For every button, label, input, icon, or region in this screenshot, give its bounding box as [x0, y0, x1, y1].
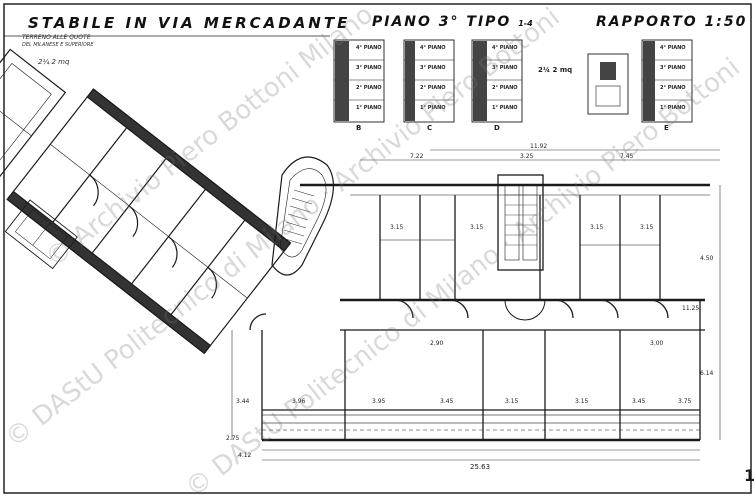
building-title: STABILE IN VIA MERCADANTE	[28, 14, 351, 32]
key-floor-label: 3° PIANO	[492, 65, 518, 71]
dimension-label: 3.25	[520, 153, 534, 160]
key-floor-label: 1° PIANO	[356, 105, 382, 111]
key-floor-label: 2° PIANO	[660, 85, 686, 91]
stair-core-left	[271, 156, 335, 276]
dimension-label: 4.12	[238, 452, 252, 459]
dimension-label: 11.25	[682, 305, 700, 312]
dimension-label: 3.45	[440, 398, 454, 405]
total-dimension: 25.63	[470, 463, 491, 471]
key-floor-label: 3° PIANO	[660, 65, 686, 71]
dimension-label: 2.75	[226, 435, 240, 442]
dimension-label: 3.96	[292, 398, 306, 405]
key-area-note: 2¼ 2 mq	[538, 66, 573, 74]
room-dimension: 3.15	[390, 224, 404, 231]
dimension-label: 6.14	[700, 370, 714, 377]
room-dimension: 2.90	[430, 340, 444, 347]
dimension-label: 3.15	[505, 398, 519, 405]
key-floor-label: 3° PIANO	[420, 65, 446, 71]
dimension-lines	[231, 149, 721, 461]
key-floor-label: 4° PIANO	[420, 45, 446, 51]
floor-title-suffix: 1-4	[518, 19, 533, 28]
key-floor-label: 3° PIANO	[356, 65, 382, 71]
page-number: 1	[744, 466, 755, 485]
dimension-label: 3.75	[678, 398, 692, 405]
room-dimension: 3.15	[470, 224, 484, 231]
dimension-label: 3.95	[372, 398, 386, 405]
room-dimension: 3.15	[640, 224, 654, 231]
dimension-label: 3.15	[575, 398, 589, 405]
key-panel-letter: C	[427, 124, 433, 132]
floor-title: PIANO 3° TIPO 1-4	[372, 14, 533, 30]
scale-title: RAPPORTO 1:50	[596, 14, 748, 30]
room-dimension: 3.15	[590, 224, 604, 231]
key-floor-label: 1° PIANO	[492, 105, 518, 111]
side-stair-detail	[4, 199, 78, 270]
left-wing-plan	[0, 48, 292, 355]
key-floor-label: 1° PIANO	[420, 105, 446, 111]
dimension-label: 11.92	[530, 143, 548, 150]
key-panel-letter: D	[494, 124, 500, 132]
key-floor-label: 2° PIANO	[356, 85, 382, 91]
key-plan-panels	[333, 39, 693, 123]
floor-title-text: PIANO 3° TIPO	[372, 14, 512, 30]
key-floor-label: 1° PIANO	[660, 105, 686, 111]
dimension-label: 4.50	[700, 255, 714, 262]
main-block-plan	[249, 174, 710, 442]
site-note-line2: DEL MILANESE E SUPERIORE	[22, 42, 94, 48]
dimension-label: 7.45	[620, 153, 634, 160]
key-panel-letter: B	[356, 124, 362, 132]
key-panel-letter: E	[664, 124, 669, 132]
key-floor-label: 4° PIANO	[492, 45, 518, 51]
key-floor-label: 2° PIANO	[492, 85, 518, 91]
key-floor-label: 4° PIANO	[356, 45, 382, 51]
dimension-label: 3.45	[632, 398, 646, 405]
key-floor-label: 4° PIANO	[660, 45, 686, 51]
dimension-label: 3.44	[236, 398, 250, 405]
dimension-label: 7.22	[410, 153, 424, 160]
room-dimension: 3.00	[650, 340, 664, 347]
key-floor-label: 2° PIANO	[420, 85, 446, 91]
site-note-line1: TERRENO ALLE QUOTE	[22, 34, 91, 41]
site-area-note: 2¼ 2 mq	[38, 58, 70, 66]
